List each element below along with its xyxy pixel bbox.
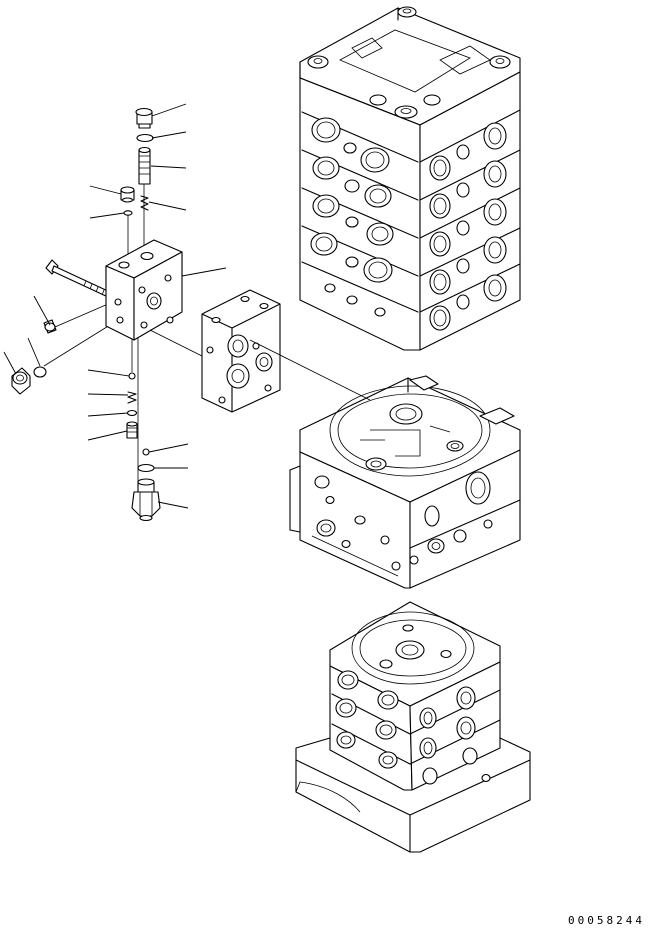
plug-top: [136, 109, 152, 129]
ball: [129, 373, 135, 379]
leader-lines: [4, 104, 226, 508]
lower-valve-stack: [296, 602, 530, 852]
seal: [34, 367, 46, 377]
spring-2: [128, 392, 136, 403]
center-valve-section: [290, 376, 520, 588]
pilot-block: [106, 240, 182, 340]
bolt: [46, 260, 110, 297]
spacer-plate: [202, 290, 280, 412]
o-ring-2: [124, 211, 132, 215]
o-ring-3: [128, 411, 137, 416]
drain-plug: [12, 368, 30, 394]
small-ball: [143, 449, 149, 455]
relief-valve: [132, 479, 160, 521]
spring-1: [141, 196, 148, 210]
screw: [44, 320, 56, 333]
o-ring-1: [137, 135, 153, 142]
plug-left: [121, 187, 134, 202]
poppet: [127, 422, 137, 438]
o-ring-4: [138, 465, 154, 472]
drawing-code: 00058244: [568, 914, 645, 927]
upper-valve-stack: [300, 7, 520, 350]
valve-spool: [139, 148, 150, 185]
